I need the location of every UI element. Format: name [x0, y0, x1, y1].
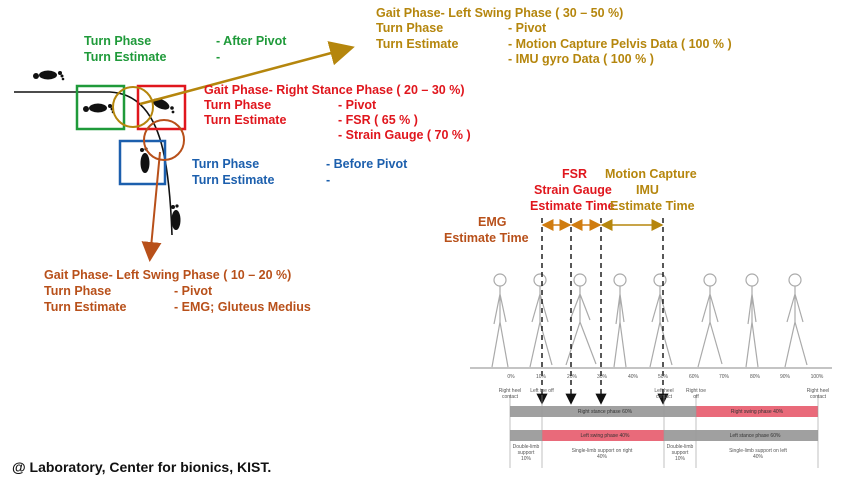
footer-credit: @ Laboratory, Center for bionics, KIST.: [12, 459, 272, 475]
event-right-heel-contact-end: Right heel contact: [806, 388, 830, 400]
support-double-1: Double-limb support 10%: [512, 444, 540, 462]
left-stance-bar-label: Left stance phase 60%: [729, 433, 781, 439]
before-pivot-box: [118, 139, 167, 186]
emg-label: EMG: [478, 215, 507, 229]
tick-20: 20%: [566, 374, 577, 380]
walker-silhouettes: [491, 273, 808, 368]
left-swing-30-50-estimate-value-1: - Motion Capture Pelvis Data ( 100 % ): [508, 37, 732, 51]
support-single-left: Single-limb support on left 40%: [729, 448, 787, 460]
olive-arrow: [139, 41, 355, 106]
fsr-label: FSR: [562, 167, 587, 181]
event-left-toe-off: Left toe off: [530, 388, 554, 394]
event-right-heel-contact: Right heel contact: [498, 388, 522, 400]
right-stance-estimate-label: Turn Estimate: [204, 113, 287, 127]
left-stance-bar-1: [510, 430, 542, 441]
pivot-circle-brown: [143, 119, 185, 161]
left-swing-10-20-estimate-label: Turn Estimate: [44, 300, 127, 314]
tick-10: 10%: [535, 374, 546, 380]
after-pivot-estimate-value: -: [216, 50, 221, 64]
tick-100: 100%: [810, 374, 824, 380]
support-double-2: Double-limb support 10%: [666, 444, 694, 462]
tick-40: 40%: [627, 374, 638, 380]
left-swing-10-20-phase-value: - Pivot: [174, 284, 213, 298]
right-stance-phase-label: Turn Phase: [204, 98, 272, 112]
after-pivot-phase-label: Turn Phase: [84, 34, 152, 48]
walking-path: [14, 91, 173, 236]
left-swing-bar-label: Left swing phase 40%: [580, 433, 630, 439]
motion-capture-label: Motion Capture: [605, 167, 697, 181]
left-swing-30-50-phase-label: Turn Phase: [376, 21, 444, 35]
right-stance-estimate-value-2: - Strain Gauge ( 70 % ): [338, 128, 471, 142]
left-swing-30-50-phase-value: - Pivot: [508, 21, 547, 35]
imu-label: IMU: [636, 183, 659, 197]
brown-arrow: [141, 151, 162, 262]
tick-30: 30%: [596, 374, 607, 380]
right-stance-box: [136, 84, 187, 131]
after-pivot-phase-value: - After Pivot: [216, 34, 287, 48]
strain-gauge-label: Strain Gauge: [534, 183, 612, 197]
left-swing-bar: [542, 430, 664, 441]
before-pivot-phase-value: - Before Pivot: [326, 157, 408, 171]
right-stance-title: Gait Phase- Right Stance Phase ( 20 – 30…: [204, 83, 465, 97]
left-swing-30-50-title: Gait Phase- Left Swing Phase ( 30 – 50 %…: [376, 6, 624, 20]
after-pivot-box: [75, 84, 126, 131]
left-swing-10-20-phase-label: Turn Phase: [44, 284, 112, 298]
fsr-estimate-label: Estimate Time: [530, 199, 615, 213]
right-swing-bar: [696, 406, 818, 417]
left-swing-30-50-estimate-value-2: - IMU gyro Data ( 100 % ): [508, 52, 654, 66]
footprint-icon: [33, 70, 181, 230]
after-pivot-estimate-label: Turn Estimate: [84, 50, 167, 64]
support-single-right: Single-limb support on right 40%: [571, 448, 633, 460]
before-pivot-phase-label: Turn Phase: [192, 157, 260, 171]
tick-90: 90%: [779, 374, 790, 380]
left-swing-30-50-estimate-label: Turn Estimate: [376, 37, 459, 51]
left-stance-bar-2: [664, 430, 818, 441]
tick-50: 50%: [657, 374, 668, 380]
before-pivot-estimate-value: -: [326, 173, 331, 187]
emg-estimate-label: Estimate Time: [444, 231, 529, 245]
tick-70: 70%: [718, 374, 729, 380]
event-left-heel-contact: Left heel contact: [654, 388, 674, 400]
left-swing-10-20-title: Gait Phase- Left Swing Phase ( 10 – 20 %…: [44, 268, 292, 282]
right-stance-estimate-value-1: - FSR ( 65 % ): [338, 113, 418, 127]
tick-60: 60%: [688, 374, 699, 380]
right-stance-bar-label: Right stance phase 60%: [577, 409, 633, 415]
right-stance-phase-value: - Pivot: [338, 98, 377, 112]
left-swing-10-20-estimate-value: - EMG; Gluteus Medius: [174, 300, 311, 314]
event-right-toe-off: Right toe off: [685, 388, 706, 400]
pivot-circle-olive: [112, 86, 154, 128]
tick-80: 80%: [749, 374, 760, 380]
right-stance-bar: [510, 406, 696, 417]
tick-0: 0%: [507, 374, 515, 380]
right-swing-bar-label: Right swing phase 40%: [730, 409, 784, 415]
mc-estimate-label: Estimate Time: [610, 199, 695, 213]
before-pivot-estimate-label: Turn Estimate: [192, 173, 275, 187]
